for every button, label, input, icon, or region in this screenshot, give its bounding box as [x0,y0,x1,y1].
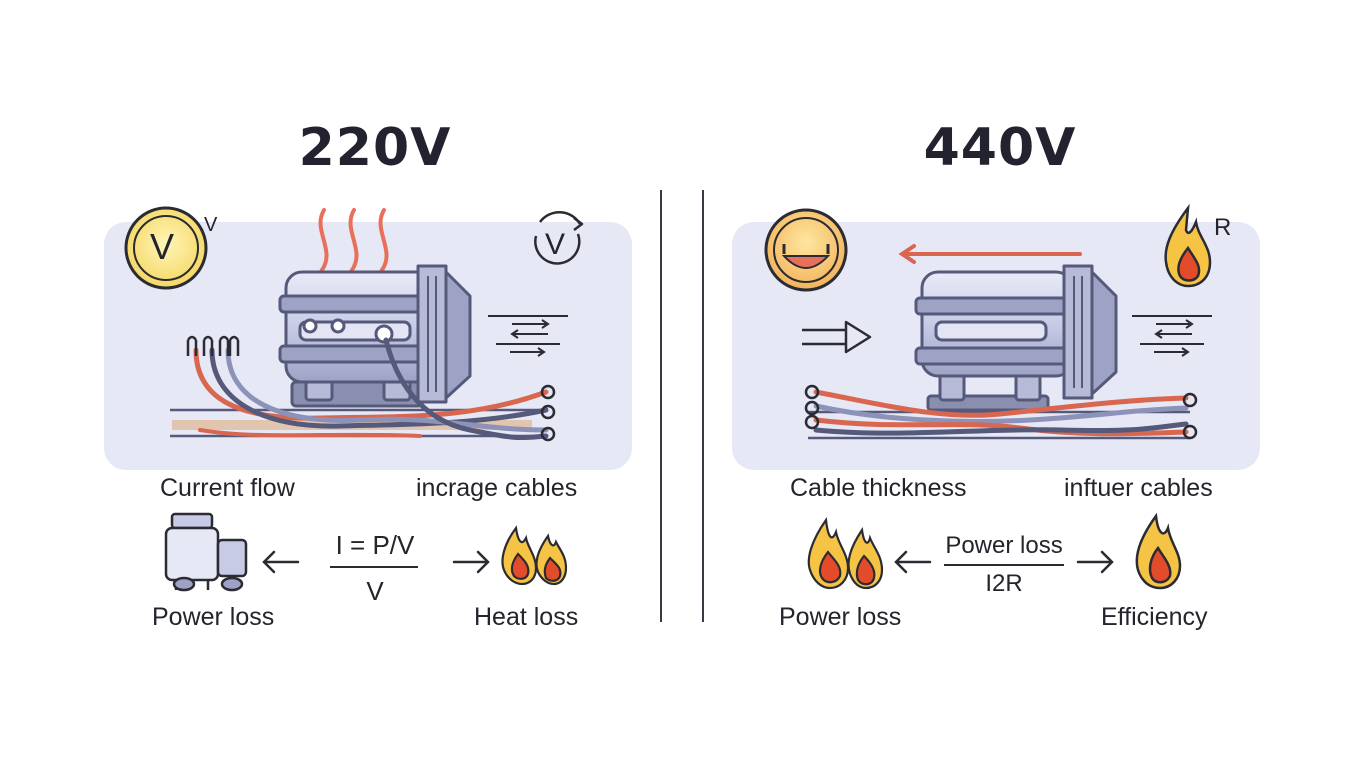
cable-connector-icon [804,384,1198,440]
voltmeter-icon [124,206,208,290]
fraction-bar [944,564,1064,566]
arrow-left-icon [262,550,300,574]
efficiency-gauge-icon [764,208,848,292]
cables-440v [813,389,1189,437]
divider-line [660,190,662,622]
divider-line [702,190,704,622]
power-loss-flames-icon [807,516,884,590]
label-efficiency: Efficiency [1101,603,1208,631]
rotating-meter-icon [534,210,584,265]
rotating-meter-label: V [545,228,566,261]
voltmeter-label: V [150,226,175,267]
label-heat-loss: Heat loss [474,603,579,631]
title-220v: 220V [298,118,452,178]
motor-icon-440v [914,264,1118,412]
formula-numerator-right: Power loss [945,532,1063,559]
compressor-icon [164,512,248,592]
formula-numerator-left: I = P/V [335,530,415,560]
voltmeter-superscript: V [204,214,218,236]
label-power-loss-right: Power loss [779,603,902,631]
flow-arrows-icon [1132,315,1212,357]
outline-arrow-right-icon [802,320,872,354]
resistance-flame-icon [1164,203,1212,288]
resistance-label: R [1214,214,1232,241]
motor-icon-220v [278,264,472,408]
caption-incrage-cables: incrage cables [416,474,578,502]
label-power-loss-left: Power loss [152,603,275,631]
cables-220v [193,337,549,441]
fraction-bar [330,566,418,568]
heat-loss-flames-icon [501,525,568,586]
caption-inftuer-cables: inftuer cables [1064,474,1213,502]
caption-cable-thickness: Cable thickness [790,474,967,502]
arrow-left-icon [894,550,932,574]
efficiency-flame-icon [1135,512,1182,590]
cable-connector-icon [186,335,556,442]
arrow-right-icon [1076,550,1114,574]
title-440v: 440V [923,118,1077,178]
formula-denominator-right: I2R [985,570,1023,597]
caption-current-flow: Current flow [160,474,295,502]
flow-arrows-icon [488,315,568,357]
arrow-right-icon [452,550,490,574]
red-arrow-left-icon [898,244,1082,264]
formula-denominator-left: V [366,576,384,606]
